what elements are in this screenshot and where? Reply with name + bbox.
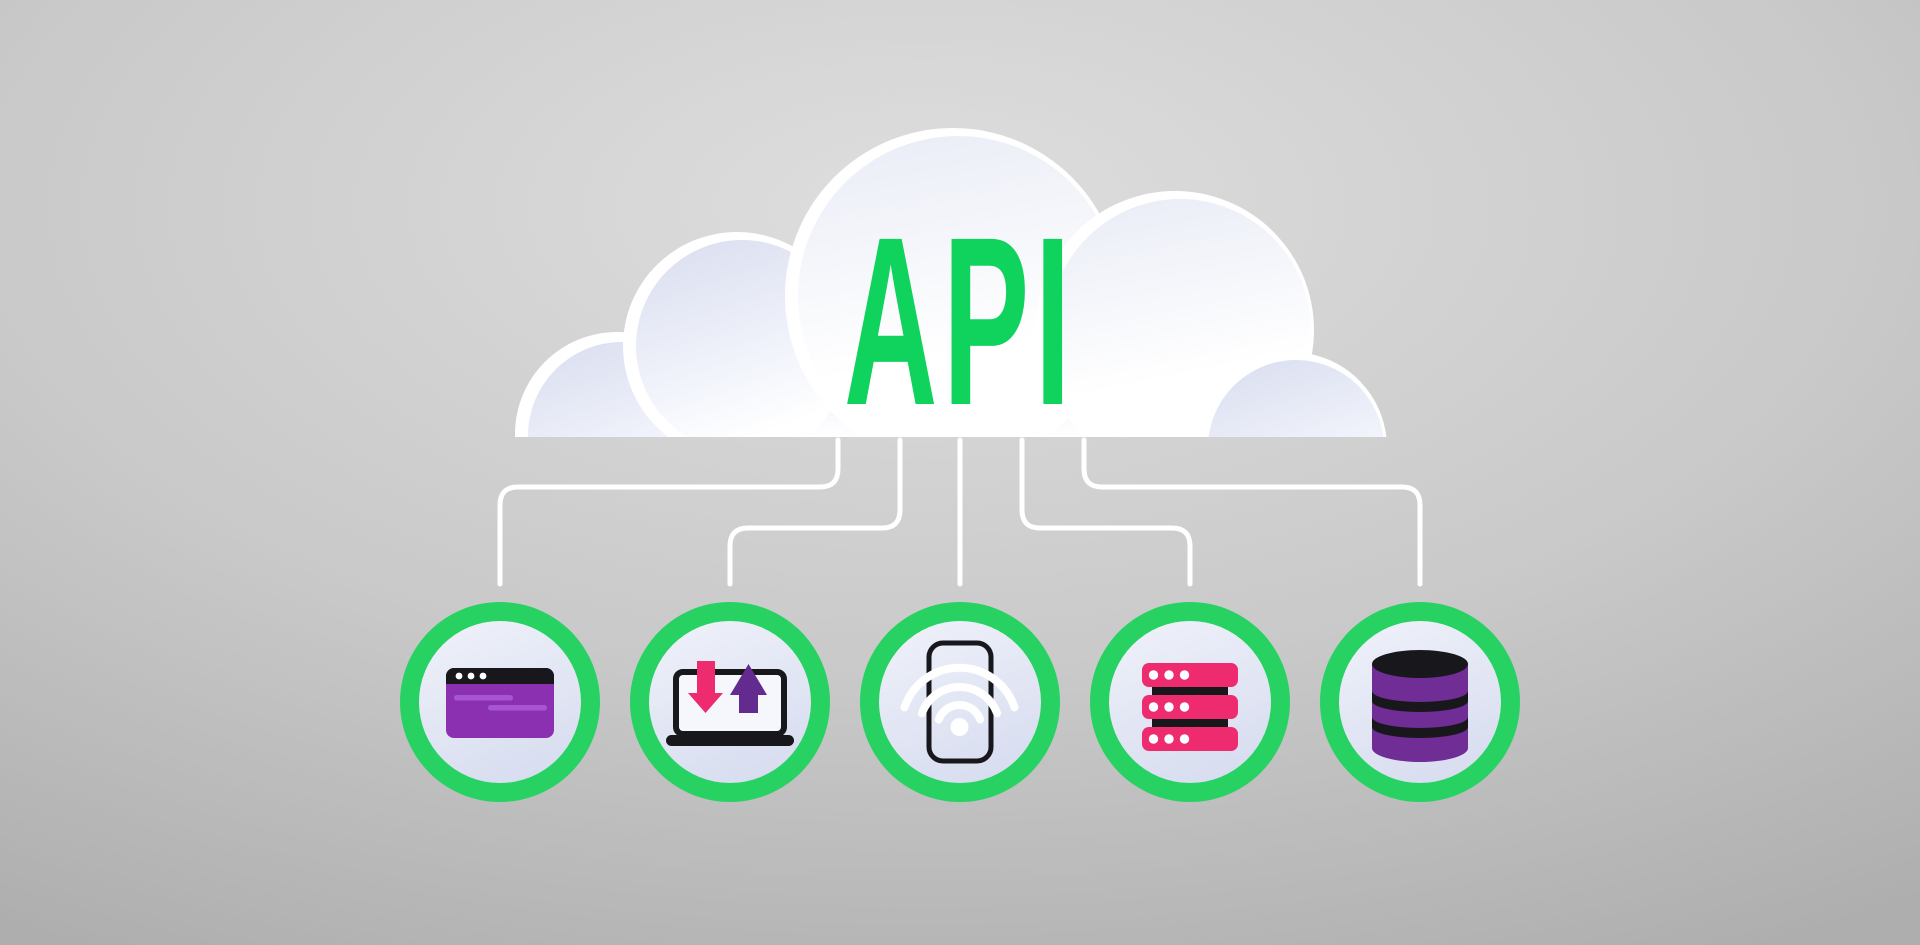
connector-line-data-transfer	[727, 437, 903, 587]
api-label: API	[844, 186, 1076, 455]
browser-content-lines	[454, 695, 547, 711]
browser-titlebar-dots	[455, 672, 487, 680]
laptop-screen	[673, 669, 787, 737]
server-stack-icon	[1142, 663, 1238, 751]
wireless-signal-arcs	[900, 663, 1019, 724]
connector-line-database	[1081, 437, 1423, 587]
laptop-sync-icon	[666, 661, 794, 746]
database-top	[1372, 650, 1468, 678]
laptop-base	[666, 735, 794, 746]
node-web-application	[400, 602, 600, 802]
browser-titlebar	[446, 668, 554, 684]
api-cloud	[515, 128, 1387, 437]
node-server-rack	[1090, 602, 1290, 802]
server-leds	[1148, 670, 1190, 744]
cloud-lobe-central	[785, 128, 1121, 437]
upload-arrow-icon	[730, 664, 767, 713]
server-units	[1142, 663, 1238, 751]
connector-line-web-application	[497, 437, 841, 587]
node-database	[1320, 602, 1520, 802]
node-data-transfer	[630, 602, 830, 802]
database-body	[1372, 664, 1468, 762]
browser-window-icon	[446, 668, 554, 738]
database-icon	[1372, 650, 1468, 762]
smartphone-wireless-icon	[900, 640, 1019, 764]
database-bands	[1372, 691, 1468, 738]
wireless-signal-dot	[950, 718, 969, 736]
download-arrow-icon	[688, 661, 723, 713]
node-mobile-device	[860, 602, 1060, 802]
cloud-lobe-right-small	[1195, 352, 1387, 437]
connector-line-server-rack	[1019, 437, 1193, 587]
connector-lines	[497, 437, 1423, 587]
